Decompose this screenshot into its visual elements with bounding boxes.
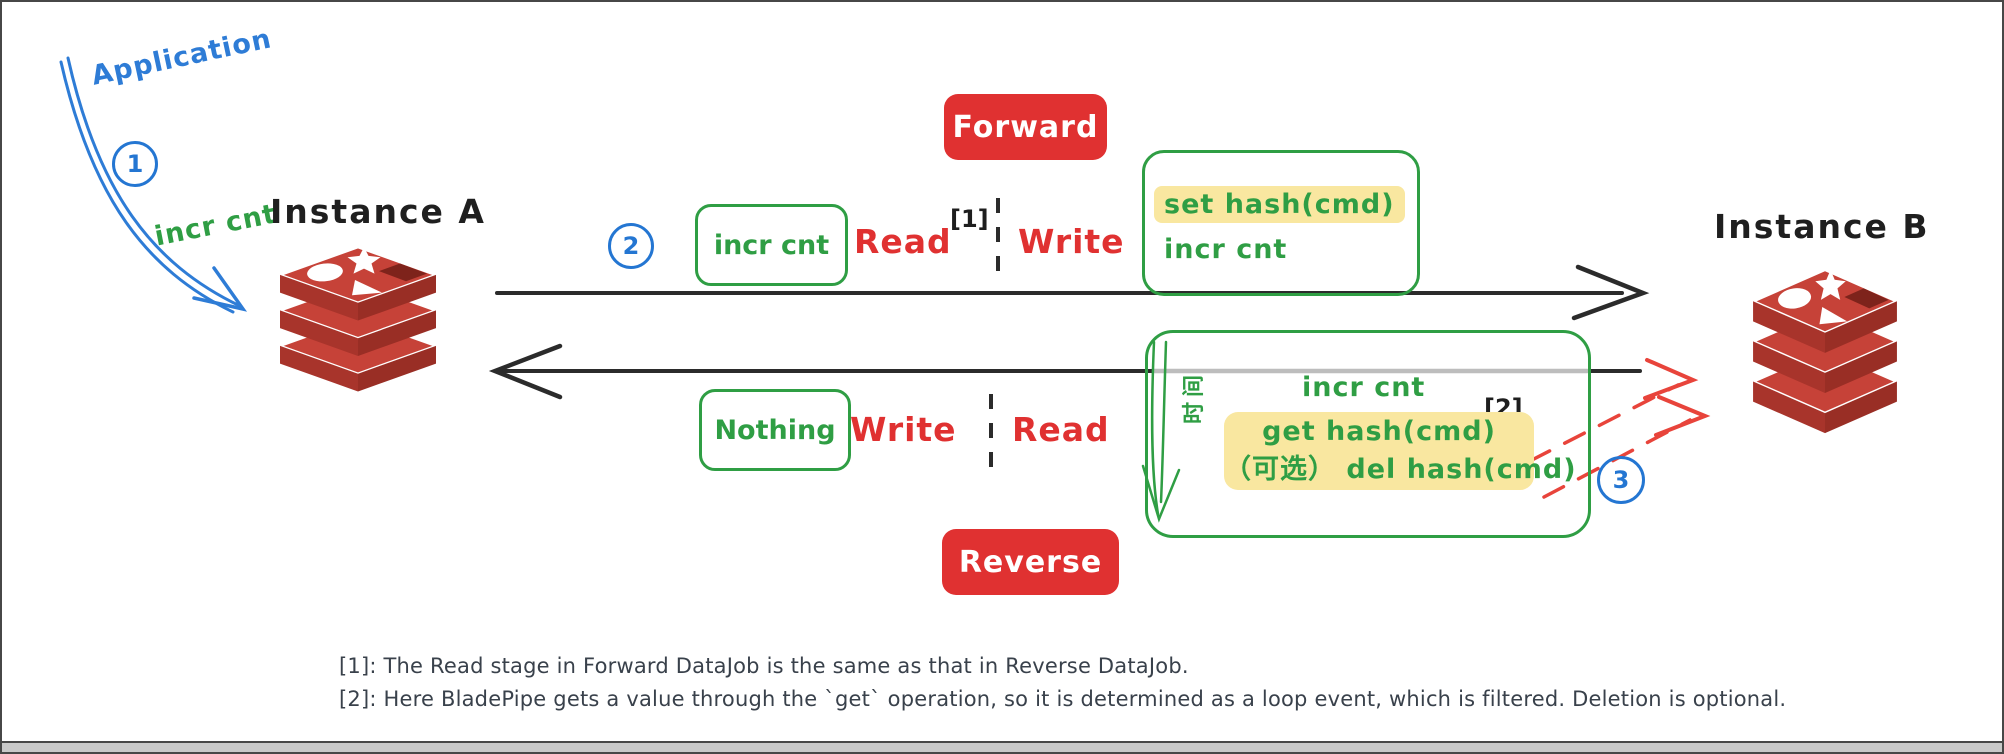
reverse-read-label: Read	[1012, 410, 1110, 449]
forward-read-label: Read	[854, 222, 952, 261]
redis-icon	[278, 245, 438, 392]
step-2-badge: 2	[608, 223, 654, 269]
forward-commands-box	[1142, 150, 1420, 296]
reverse-highlighted-commands: get hash(cmd) （可选） del hash(cmd)	[1224, 412, 1577, 490]
forward-stage-box: incr cnt	[695, 204, 848, 286]
reverse-commands-box	[1145, 330, 1591, 538]
forward-write-label: Write	[1018, 222, 1125, 261]
time-axis-label: 时间	[1182, 370, 1207, 425]
forward-command-highlighted: set hash(cmd)	[1154, 186, 1405, 223]
step-3-badge: 3	[1597, 456, 1645, 504]
instance-a-label: Instance A	[270, 192, 486, 231]
forward-arrow	[495, 264, 1650, 321]
forward-badge: Forward	[944, 94, 1107, 160]
instance-b-label: Instance B	[1714, 207, 1930, 246]
step-1-badge: 1	[112, 141, 158, 187]
reverse-nothing-box: Nothing	[699, 389, 851, 471]
reverse-write-label: Write	[850, 410, 957, 449]
application-label: Application	[88, 23, 275, 92]
forward-ref-1: [1]	[950, 205, 989, 233]
footnote-1: [1]: The Read stage in Forward DataJob i…	[339, 654, 1189, 678]
window-bottom-edge	[2, 741, 2002, 752]
application-command: incr cnt	[152, 198, 280, 253]
forward-command-plain: incr cnt	[1164, 234, 1288, 265]
footnote-2: [2]: Here BladePipe gets a value through…	[339, 687, 1787, 711]
application-arrow	[59, 56, 248, 314]
reverse-command-plain: incr cnt	[1302, 372, 1426, 403]
reverse-command-del: （可选） del hash(cmd)	[1224, 454, 1577, 485]
reverse-command-get: get hash(cmd)	[1262, 416, 1496, 447]
reverse-badge: Reverse	[942, 529, 1119, 595]
redis-icon	[1751, 268, 1899, 434]
